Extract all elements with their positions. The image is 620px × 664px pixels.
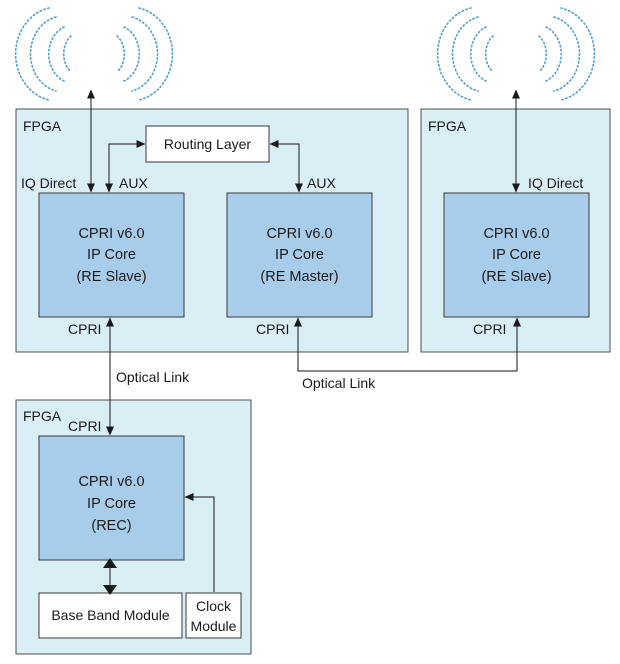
fpga-top-left: FPGA Routing Layer IQ Direct AUX AUX CPR… <box>15 108 409 353</box>
core-title-line1: CPRI v6.0 <box>266 226 332 242</box>
iq-direct-label-left: IQ Direct <box>21 175 76 191</box>
optical-link-connector-right <box>294 317 521 372</box>
cpri-port-label: CPRI <box>68 321 101 337</box>
core-title-line1: CPRI v6.0 <box>78 474 144 490</box>
aux-label-right: AUX <box>307 175 336 191</box>
iq-direct-label-right: IQ Direct <box>528 175 583 191</box>
core-title-line1: CPRI v6.0 <box>483 226 549 242</box>
clock-module-label-line1: Clock <box>196 598 232 614</box>
routing-layer-box <box>145 125 270 163</box>
core-role-re-slave: (RE Slave) <box>76 269 146 285</box>
aux-label-left: AUX <box>119 175 148 191</box>
core-role-re-master: (RE Master) <box>260 269 338 285</box>
antenna-icon-left <box>14 7 174 101</box>
clock-connector <box>184 493 215 592</box>
clock-module-label-line2: Module <box>191 618 237 634</box>
aux-connector-left <box>105 140 146 193</box>
cpri-port-label: CPRI <box>473 321 506 337</box>
cpri-port-label: CPRI <box>68 418 101 434</box>
base-band-connector-arrowheads <box>103 558 117 595</box>
base-band-module-box <box>38 592 183 639</box>
core-title-line2: IP Core <box>87 247 136 263</box>
connectors <box>87 89 521 595</box>
fpga-top-left-label: FPGA <box>23 118 62 134</box>
core-title-line1: CPRI v6.0 <box>78 226 144 242</box>
optical-link-label-right: Optical Link <box>302 375 376 391</box>
aux-connector-right <box>269 140 303 193</box>
fpga-bottom-label: FPGA <box>23 408 62 424</box>
core-role-rec: (REC) <box>91 518 131 534</box>
cpri-core-re-slave-right <box>443 192 590 318</box>
clock-module-box <box>185 592 242 639</box>
cpri-port-label: CPRI <box>256 321 289 337</box>
core-role-re-slave: (RE Slave) <box>481 269 551 285</box>
routing-layer-label: Routing Layer <box>164 136 252 152</box>
base-band-module-label: Base Band Module <box>51 607 170 623</box>
fpga-top-right: FPGA IQ Direct CPRI v6.0 IP Core (RE Sla… <box>420 108 611 353</box>
cpri-core-re-slave-left <box>38 192 185 318</box>
fpga-top-right-label: FPGA <box>428 118 467 134</box>
optical-link-label-left: Optical Link <box>116 369 190 385</box>
core-title-line2: IP Core <box>492 247 541 263</box>
cpri-core-re-master <box>226 192 373 318</box>
antenna-icon-right <box>436 7 596 101</box>
fpga-bottom: FPGA CPRI CPRI v6.0 IP Core (REC) Base B… <box>15 399 252 655</box>
core-title-line2: IP Core <box>275 247 324 263</box>
cpri-core-rec <box>38 435 185 561</box>
core-title-line2: IP Core <box>87 496 136 512</box>
